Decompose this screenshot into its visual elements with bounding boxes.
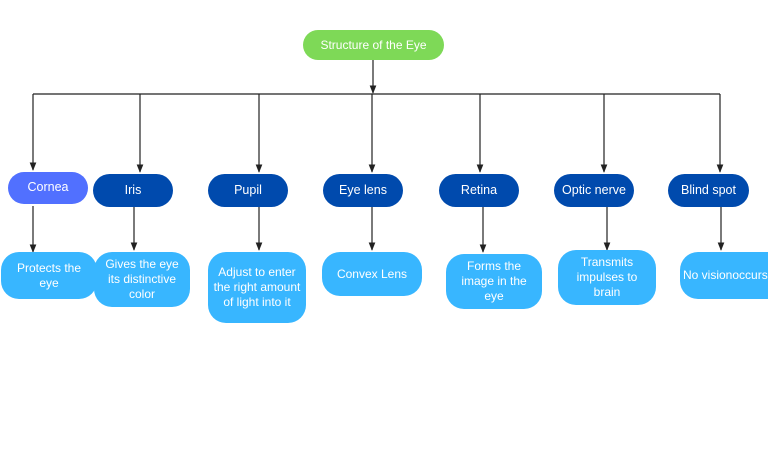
description-iris: Gives the eye its distinctive color	[94, 252, 190, 307]
description-eye-lens: Convex Lens	[322, 252, 422, 296]
category-retina: Retina	[439, 174, 519, 207]
description-optic-nerve: Transmits impulses to brain	[558, 250, 656, 305]
description-retina: Forms the image in the eye	[446, 254, 542, 309]
description-pupil: Adjust to enter the right amount of ligh…	[208, 252, 306, 323]
root-node: Structure of the Eye	[303, 30, 444, 60]
description-cornea: Protects the eye	[1, 252, 97, 299]
category-blind-spot: Blind spot	[668, 174, 749, 207]
description-blind-spot: No visionoccurs	[680, 252, 768, 299]
category-eye-lens: Eye lens	[323, 174, 403, 207]
category-optic-nerve: Optic nerve	[554, 174, 634, 207]
category-pupil: Pupil	[208, 174, 288, 207]
category-cornea: Cornea	[8, 172, 88, 204]
category-iris: Iris	[93, 174, 173, 207]
